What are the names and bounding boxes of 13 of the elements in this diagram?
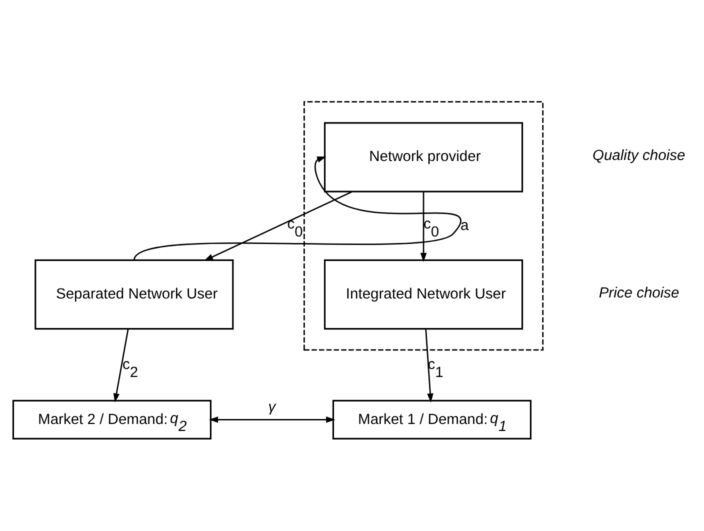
arrow [420, 191, 426, 262]
edge-label: a [460, 217, 468, 234]
node-box: Integrated Network User [323, 258, 523, 330]
arrow [208, 416, 335, 422]
arrow [133, 156, 460, 260]
label: Quality choise [592, 148, 685, 164]
edge-label: γ [268, 398, 276, 415]
arrow [203, 190, 352, 260]
arrow [112, 328, 128, 402]
label: Price choise [598, 284, 679, 301]
cluster [303, 100, 544, 350]
node-box: Separated Network User [34, 258, 234, 330]
node-box: Network provider [323, 122, 523, 192]
